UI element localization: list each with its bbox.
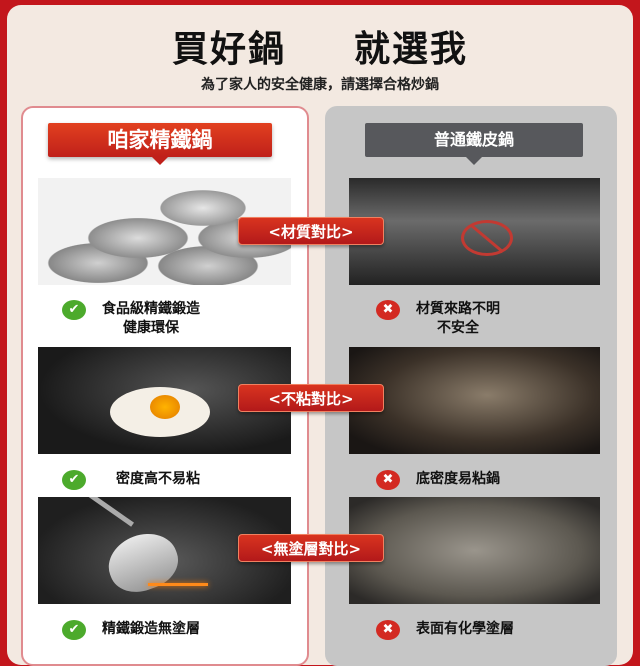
cross-icon: ✖ (376, 470, 400, 490)
main-title: 買好鍋 就選我 (0, 20, 640, 72)
cross-icon: ✖ (376, 300, 400, 320)
scrap-metal-image (349, 178, 600, 285)
left-feature-3: ✔精鐵鍛造無塗層 (62, 620, 200, 640)
right-feature-2: ✖底密度易粘鍋 (376, 470, 500, 490)
coating-comparison-badge: <無塗層對比> (238, 534, 384, 562)
coated-pan-image (349, 497, 600, 604)
nonstick-comparison-badge: <不粘對比> (238, 384, 384, 412)
prohibited-icon (461, 220, 513, 256)
check-icon: ✔ (62, 300, 86, 320)
subtitle: 為了家人的安全健康，請選擇合格炒鍋 (201, 77, 439, 93)
check-icon: ✔ (62, 470, 86, 490)
left-feature-2: ✔密度高不易粘 (62, 470, 200, 490)
burnt-pan-image (349, 347, 600, 454)
right-feature-3: ✖表面有化學塗層 (376, 620, 514, 640)
title-right: 就選我 (354, 29, 469, 70)
right-header: 普通鐵皮鍋 (365, 123, 583, 165)
left-feature-1: ✔食品級精鐵鍛造健康環保 (62, 300, 200, 338)
check-icon: ✔ (62, 620, 86, 640)
material-comparison-badge: <材質對比> (238, 217, 384, 245)
title-left: 買好鍋 (171, 29, 286, 70)
cross-icon: ✖ (376, 620, 400, 640)
right-feature-1: ✖材質來路不明不安全 (376, 300, 500, 338)
left-header: 咱家精鐵鍋 (48, 123, 272, 165)
